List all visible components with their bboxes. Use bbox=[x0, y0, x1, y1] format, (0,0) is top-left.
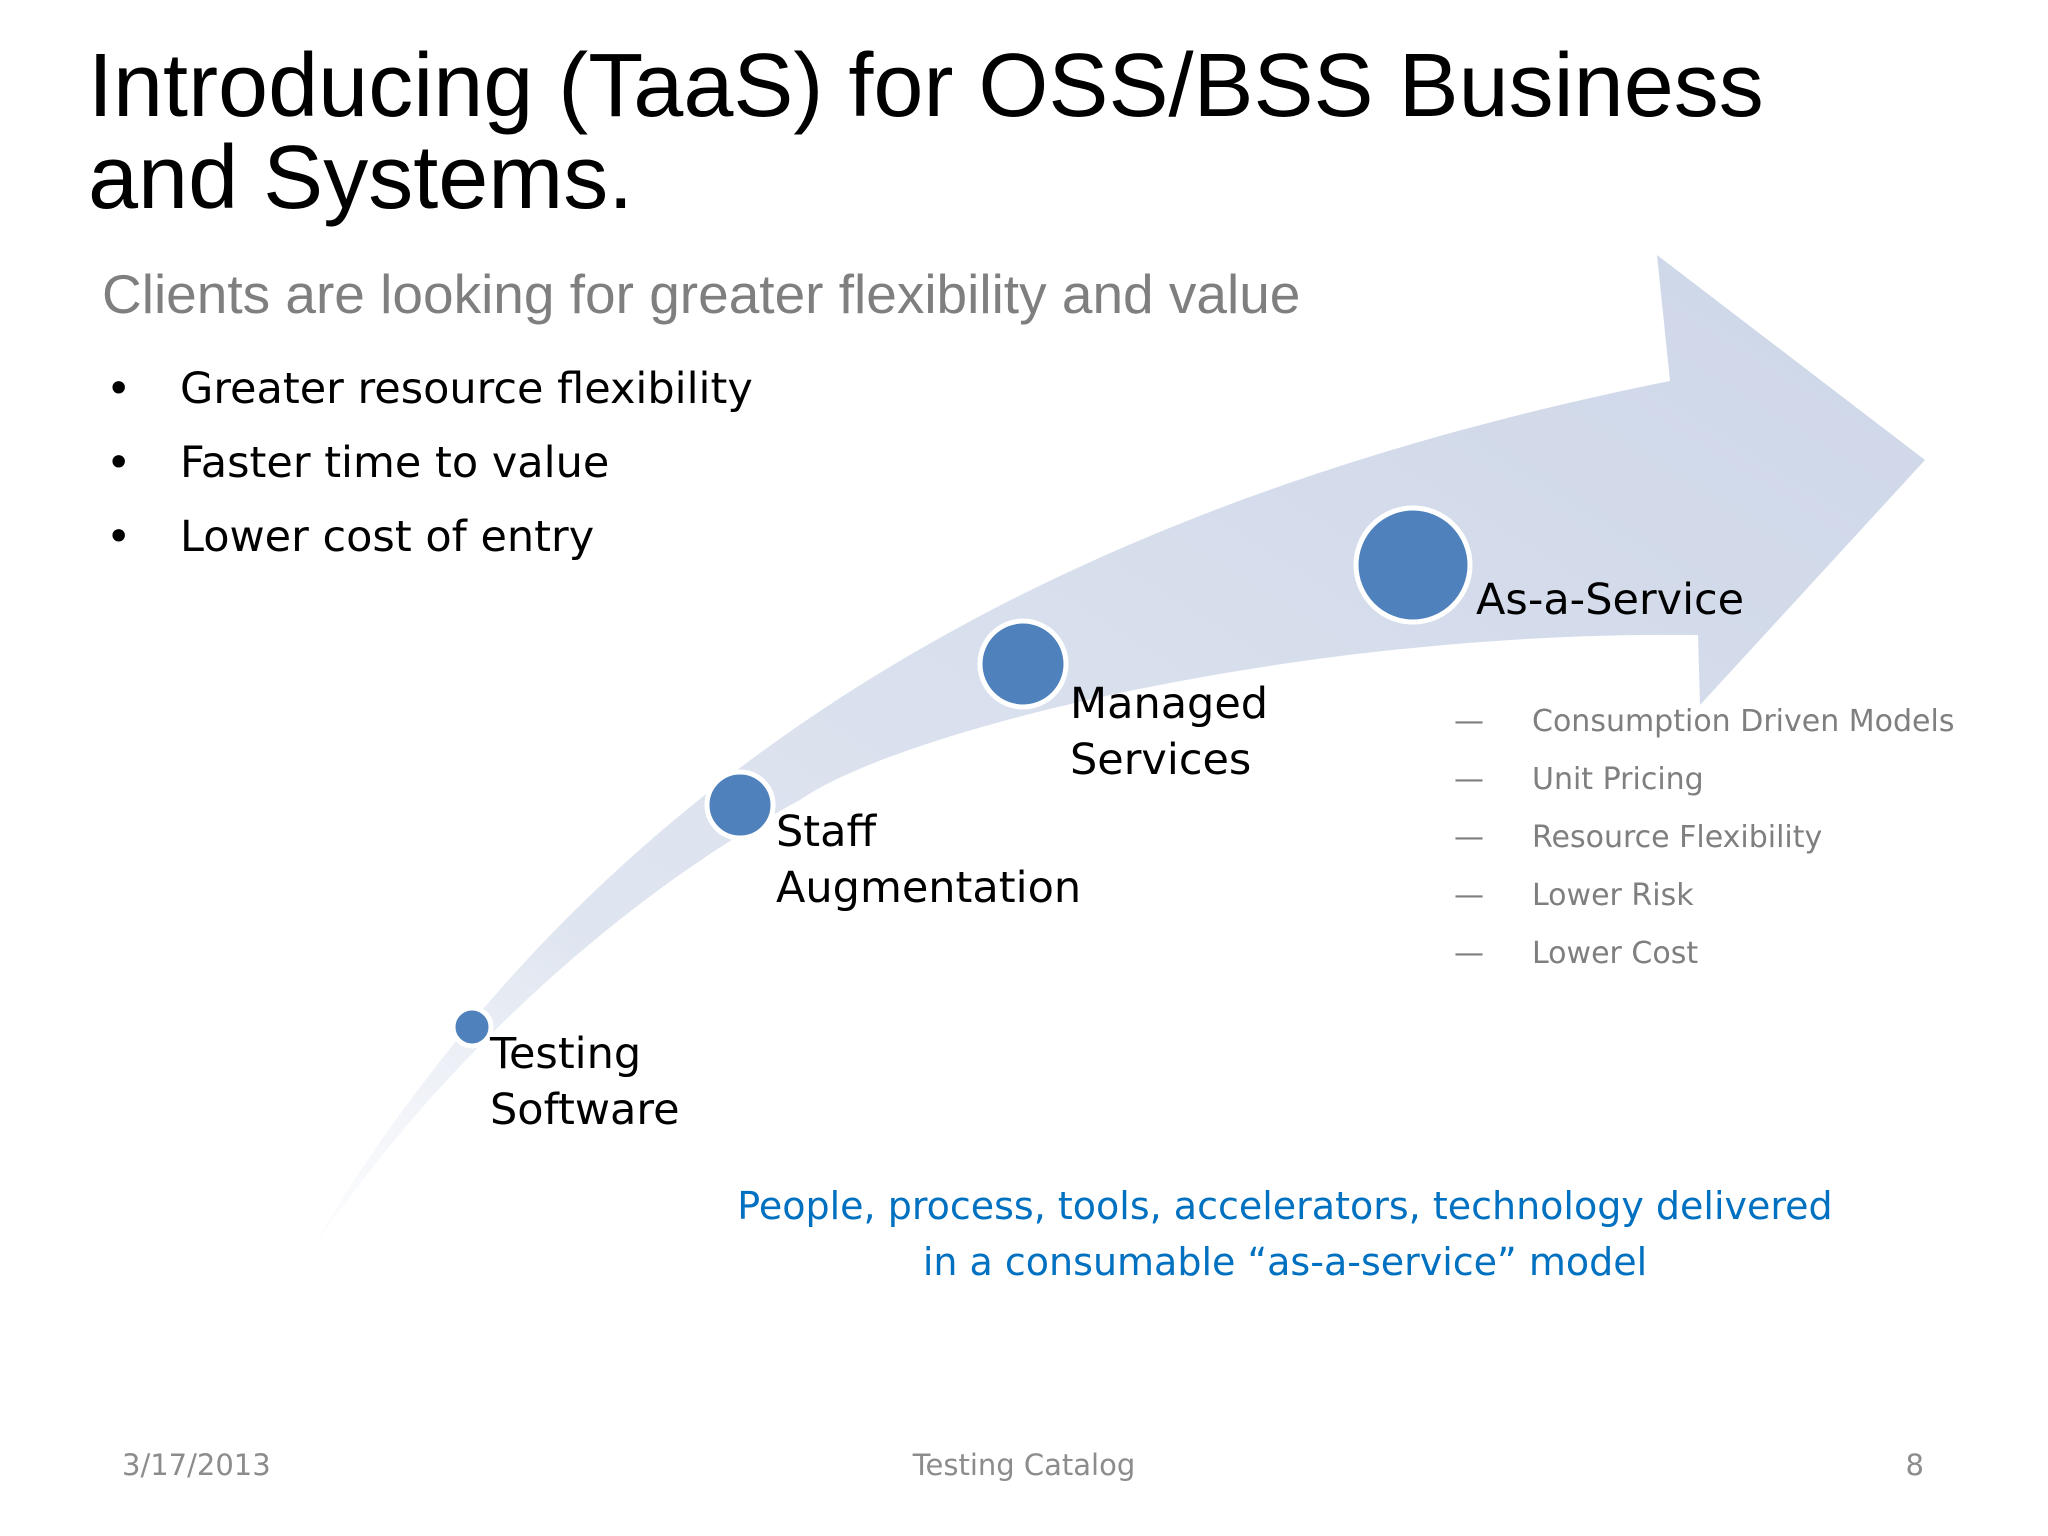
stage-label-managed-services: Managed Services bbox=[1070, 676, 1268, 788]
arrow-shape bbox=[300, 255, 1925, 1268]
bullet-item: • Greater resource flexibility bbox=[102, 352, 753, 426]
tagline: People, process, tools, accelerators, te… bbox=[640, 1178, 1930, 1290]
bullet-text: Greater resource flexibility bbox=[180, 364, 753, 414]
title-line-2: and Systems. bbox=[88, 128, 634, 228]
bullet-dot: • bbox=[106, 512, 132, 562]
bullet-text: Faster time to value bbox=[180, 438, 610, 488]
stage-label-line: Services bbox=[1070, 735, 1252, 785]
bullet-item: • Faster time to value bbox=[102, 426, 753, 500]
bullet-dot: • bbox=[106, 438, 132, 488]
benefit-dash: — bbox=[1454, 936, 1484, 971]
benefit-text: Consumption Driven Models bbox=[1532, 704, 1955, 739]
bullet-text: Lower cost of entry bbox=[180, 512, 595, 562]
stage-circle-testing-software bbox=[450, 1005, 494, 1049]
benefit-item: — Lower Risk bbox=[1454, 867, 1954, 925]
footer-title: Testing Catalog bbox=[912, 1448, 1136, 1482]
benefit-item: — Lower Cost bbox=[1454, 925, 1954, 983]
tagline-line-2: in a consumable “as-a-service” model bbox=[922, 1240, 1648, 1284]
benefit-dash: — bbox=[1454, 762, 1484, 797]
benefit-text: Resource Flexibility bbox=[1532, 820, 1823, 855]
stage-label-as-a-service: As-a-Service bbox=[1476, 572, 1744, 628]
benefit-item: — Consumption Driven Models bbox=[1454, 693, 1954, 751]
title-line-1: Introducing (TaaS) for OSS/BSS Business bbox=[88, 36, 1764, 136]
benefit-item: — Resource Flexibility bbox=[1454, 809, 1954, 867]
footer-date: 3/17/2013 bbox=[122, 1448, 271, 1482]
benefit-text: Lower Cost bbox=[1532, 936, 1699, 971]
stage-label-line: Software bbox=[490, 1085, 680, 1135]
stage-label-line: Testing bbox=[490, 1029, 642, 1079]
stage-label-line: Staff bbox=[776, 807, 877, 857]
tagline-line-1: People, process, tools, accelerators, te… bbox=[737, 1184, 1833, 1228]
stage-circle-staff-augmentation bbox=[704, 769, 776, 841]
stage-label-line: Augmentation bbox=[776, 863, 1082, 913]
stage-label-line: Managed bbox=[1070, 679, 1269, 729]
benefits-list: — Consumption Driven Models — Unit Pricing… bbox=[1454, 693, 1954, 983]
bullet-dot: • bbox=[106, 364, 132, 414]
footer-page-number: 8 bbox=[1905, 1448, 1924, 1482]
benefit-dash: — bbox=[1454, 878, 1484, 913]
benefit-text: Unit Pricing bbox=[1532, 762, 1704, 797]
benefit-dash: — bbox=[1454, 820, 1484, 855]
bullet-item: • Lower cost of entry bbox=[102, 500, 753, 574]
slide-subtitle: Clients are looking for greater flexibil… bbox=[102, 263, 1301, 325]
benefit-text: Lower Risk bbox=[1532, 878, 1694, 913]
stage-label-staff-augmentation: Staff Augmentation bbox=[776, 804, 1081, 916]
stage-circle-as-a-service bbox=[1353, 505, 1473, 625]
stage-label-line: As-a-Service bbox=[1476, 575, 1745, 625]
stage-label-testing-software: Testing Software bbox=[490, 1026, 680, 1138]
bullet-list: • Greater resource flexibility • Faster ti… bbox=[102, 352, 753, 574]
benefit-item: — Unit Pricing bbox=[1454, 751, 1954, 809]
stage-circle-managed-services bbox=[977, 618, 1069, 710]
benefit-dash: — bbox=[1454, 704, 1484, 739]
